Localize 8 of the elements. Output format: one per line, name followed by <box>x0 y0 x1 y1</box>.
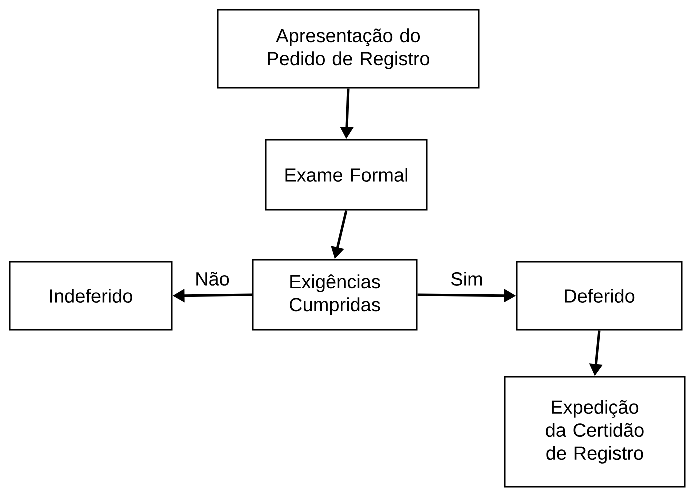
process-box: Deferido <box>516 261 683 331</box>
process-box: Exigências Cumpridas <box>252 259 418 331</box>
process-box: Exame Formal <box>265 139 428 211</box>
edge-label: Não <box>194 271 231 287</box>
process-box: Indeferido <box>9 261 173 331</box>
process-box: Apresentação do Pedido de Registro <box>217 9 480 89</box>
process-box: Expedição da Certidão de Registro <box>504 376 686 488</box>
edge-label: Sim <box>450 271 484 287</box>
